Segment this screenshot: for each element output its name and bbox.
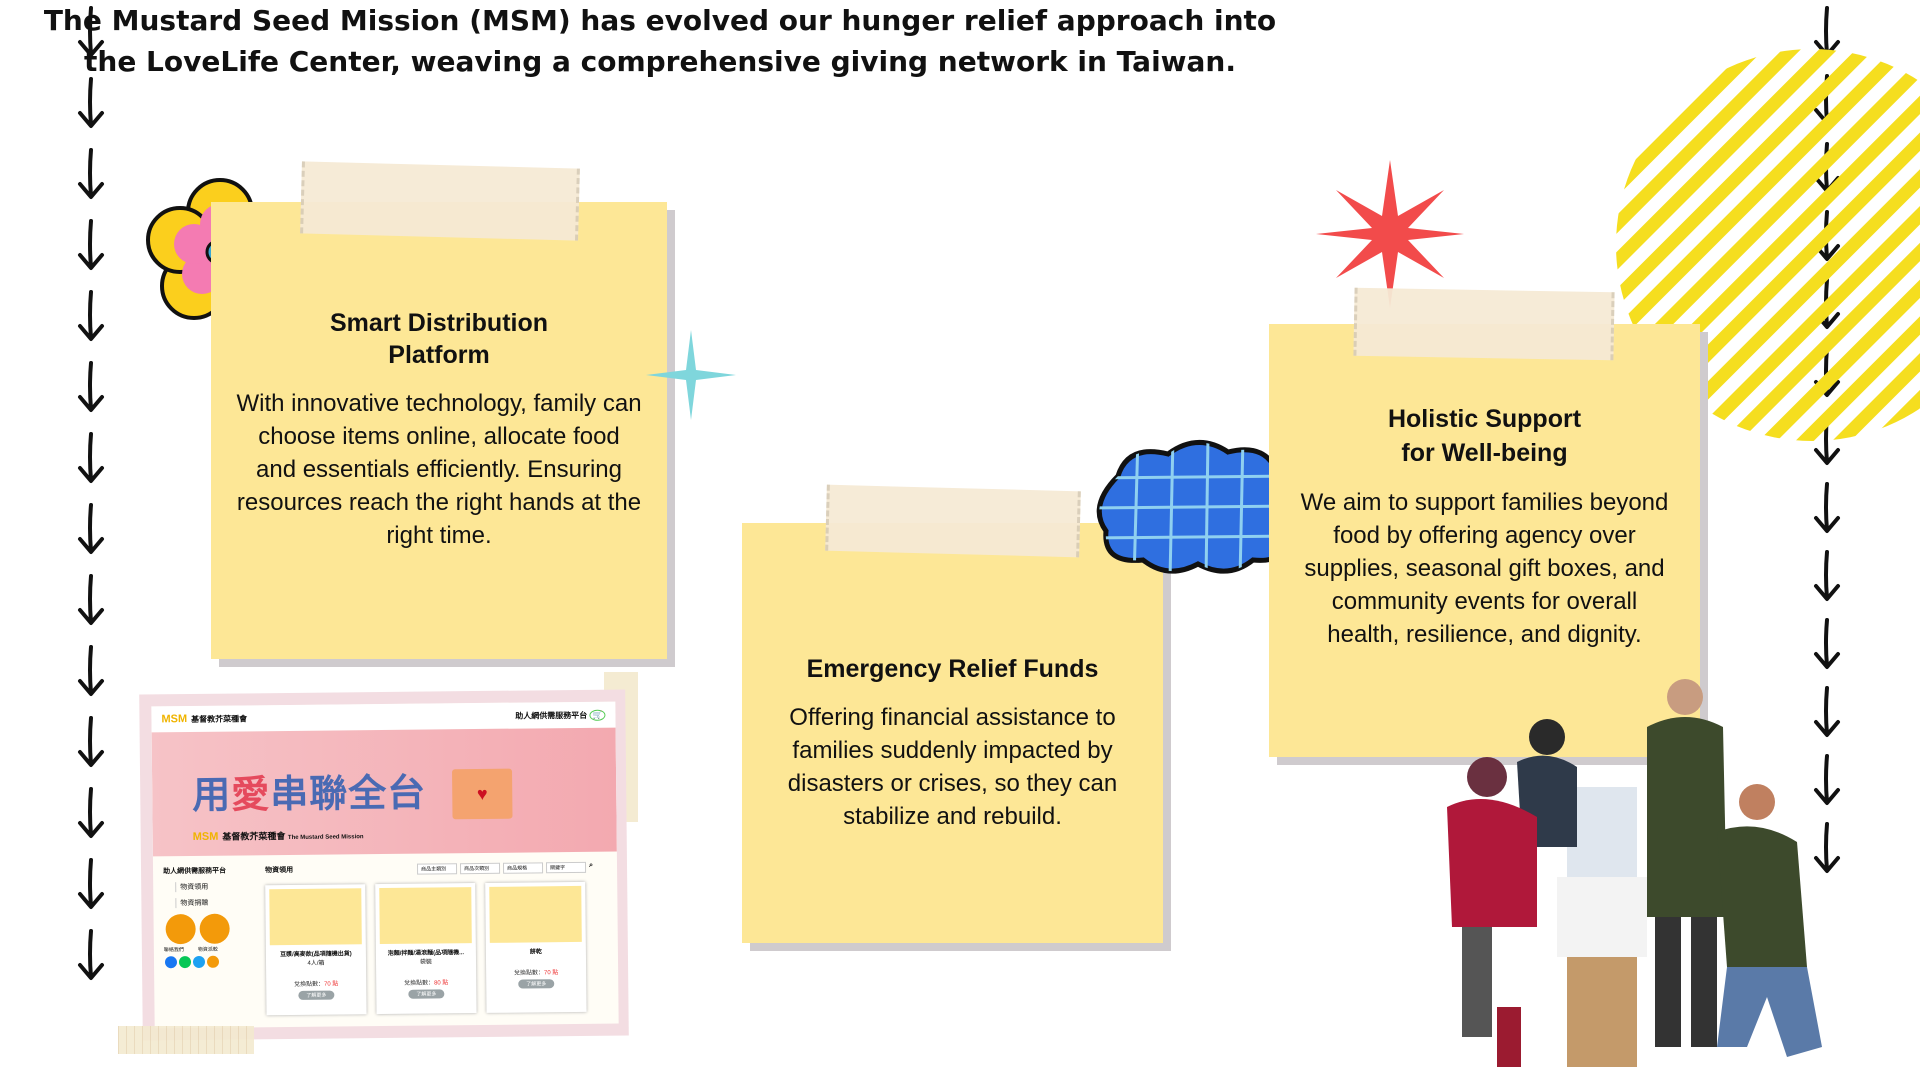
headline: The Mustard Seed Mission (MSM) has evolv… xyxy=(0,0,1320,82)
arrow-down-icon xyxy=(78,858,104,909)
arrow-down-icon xyxy=(78,361,104,412)
msm-logo: MSM xyxy=(161,713,188,726)
product-image xyxy=(489,885,582,943)
learn-more-button[interactable]: 了解更多 xyxy=(298,990,335,1000)
arrow-down-icon xyxy=(78,503,104,554)
headline-line-2: the LoveLife Center, weaving a comprehen… xyxy=(84,45,1236,78)
product-unit: 4人/箱 xyxy=(307,960,325,967)
site-sidebar: 助人網供需服務平台 物資領用 物資捐贈 聯絡我們物資派較 xyxy=(163,865,254,973)
filter-sub-category[interactable]: 商品次類別 xyxy=(460,862,501,875)
filter-main-category[interactable]: 商品主類別 xyxy=(417,863,458,875)
points-label: 兌換點數： xyxy=(294,981,325,988)
sidebar-item[interactable]: 物資領用 xyxy=(175,881,254,893)
sidebar-title: 助人網供需服務平台 xyxy=(163,867,227,876)
tape-decoration xyxy=(825,484,1081,558)
sparkle-star-red-icon xyxy=(1316,160,1464,308)
link-icon[interactable] xyxy=(206,955,220,968)
product-image xyxy=(379,887,472,945)
arrow-down-icon xyxy=(1814,550,1840,601)
cart-icon: 🛒 xyxy=(589,709,606,721)
product-card[interactable]: 泡麵/拌麵/湯滾麵(品項隨機... 袋裝兌換點數：80 點了解更多 xyxy=(375,883,477,1015)
arrow-down-icon xyxy=(78,929,104,980)
points-value: 80 點 xyxy=(434,980,449,987)
arrow-down-icon xyxy=(1814,482,1840,533)
note-body: With innovative technology, family can c… xyxy=(236,390,642,549)
slogan: 用愛串聯全台 xyxy=(192,770,427,818)
tape-decoration xyxy=(1353,287,1615,361)
arrow-down-icon xyxy=(1814,686,1840,737)
board-icon[interactable] xyxy=(199,913,230,944)
arrow-down-icon xyxy=(78,787,104,838)
grid-paper-decoration xyxy=(118,1026,254,1054)
note-emergency-relief: Emergency Relief Funds Offering financia… xyxy=(742,523,1163,943)
gift-box-illustration: ♥ xyxy=(452,768,513,820)
facebook-icon[interactable] xyxy=(164,956,178,969)
product-image xyxy=(269,888,362,946)
arrow-down-icon xyxy=(78,290,104,341)
tape-decoration xyxy=(300,161,580,241)
line-icon[interactable] xyxy=(178,956,192,969)
platform-name: 助人網供需服務平台 xyxy=(515,710,588,721)
keyword-input[interactable]: 關鍵字 xyxy=(546,861,587,874)
arrow-down-icon xyxy=(78,645,104,696)
arrow-down-icon xyxy=(78,574,104,625)
product-unit: 袋裝 xyxy=(419,959,433,966)
volunteers-photo xyxy=(1447,679,1822,1067)
learn-more-button[interactable]: 了解更多 xyxy=(518,979,555,989)
learn-more-button[interactable]: 了解更多 xyxy=(408,989,445,999)
note-title: Smart Distribution Platform xyxy=(329,309,549,369)
note-body: Offering financial assistance to familie… xyxy=(787,704,1118,830)
filter-spec[interactable]: 商品規格 xyxy=(503,862,544,874)
note-body: We aim to support families beyond food b… xyxy=(1300,489,1669,648)
arrow-down-icon xyxy=(78,6,104,57)
note-smart-distribution: Smart Distribution Platform With innovat… xyxy=(211,202,667,659)
points-label: 兌換點數： xyxy=(513,970,545,977)
arrow-down-icon xyxy=(1814,618,1840,669)
sparkle-star-teal-icon xyxy=(646,330,736,420)
arrow-down-icon xyxy=(78,148,104,199)
product-name: 餅乾 xyxy=(529,949,542,956)
points-value: 70 點 xyxy=(324,981,339,988)
arrow-column-left xyxy=(76,0,116,1000)
org-name: 基督教芥菜種會 xyxy=(191,714,248,725)
product-card[interactable]: 豆漿/高麥飲(品項隨機出貨)4人/箱兌換點數：70 點了解更多 xyxy=(265,884,367,1016)
points-value: 70 點 xyxy=(543,970,559,977)
note-title: Holistic Support for Well-being xyxy=(1387,405,1582,467)
arrow-down-icon xyxy=(1814,822,1840,873)
product-list: 物資領用 商品主類別 商品次類別 商品規格 關鍵字 ⌕ 豆漿/高麥飲(品項隨機出… xyxy=(265,861,611,1016)
twitter-icon[interactable] xyxy=(192,955,206,969)
note-title: Emergency Relief Funds xyxy=(806,655,1099,683)
note-holistic-support: Holistic Support for Well-being We aim t… xyxy=(1269,324,1700,757)
arrow-down-icon xyxy=(1814,754,1840,805)
headset-icon[interactable] xyxy=(165,913,196,945)
product-name: 豆漿/高麥飲(品項隨機出貨) xyxy=(280,951,352,959)
points-label: 兌換點數： xyxy=(404,980,435,987)
headline-line-1: The Mustard Seed Mission (MSM) has evolv… xyxy=(43,4,1277,37)
search-icon[interactable]: ⌕ xyxy=(589,861,594,869)
arrow-down-icon xyxy=(78,219,104,270)
arrow-down-icon xyxy=(78,432,104,483)
product-name: 泡麵/拌麵/湯滾麵(品項隨機... xyxy=(387,950,465,957)
arrow-down-icon xyxy=(78,716,104,767)
arrow-down-icon xyxy=(78,77,104,128)
product-card[interactable]: 餅乾兌換點數：70 點了解更多 xyxy=(485,881,587,1013)
